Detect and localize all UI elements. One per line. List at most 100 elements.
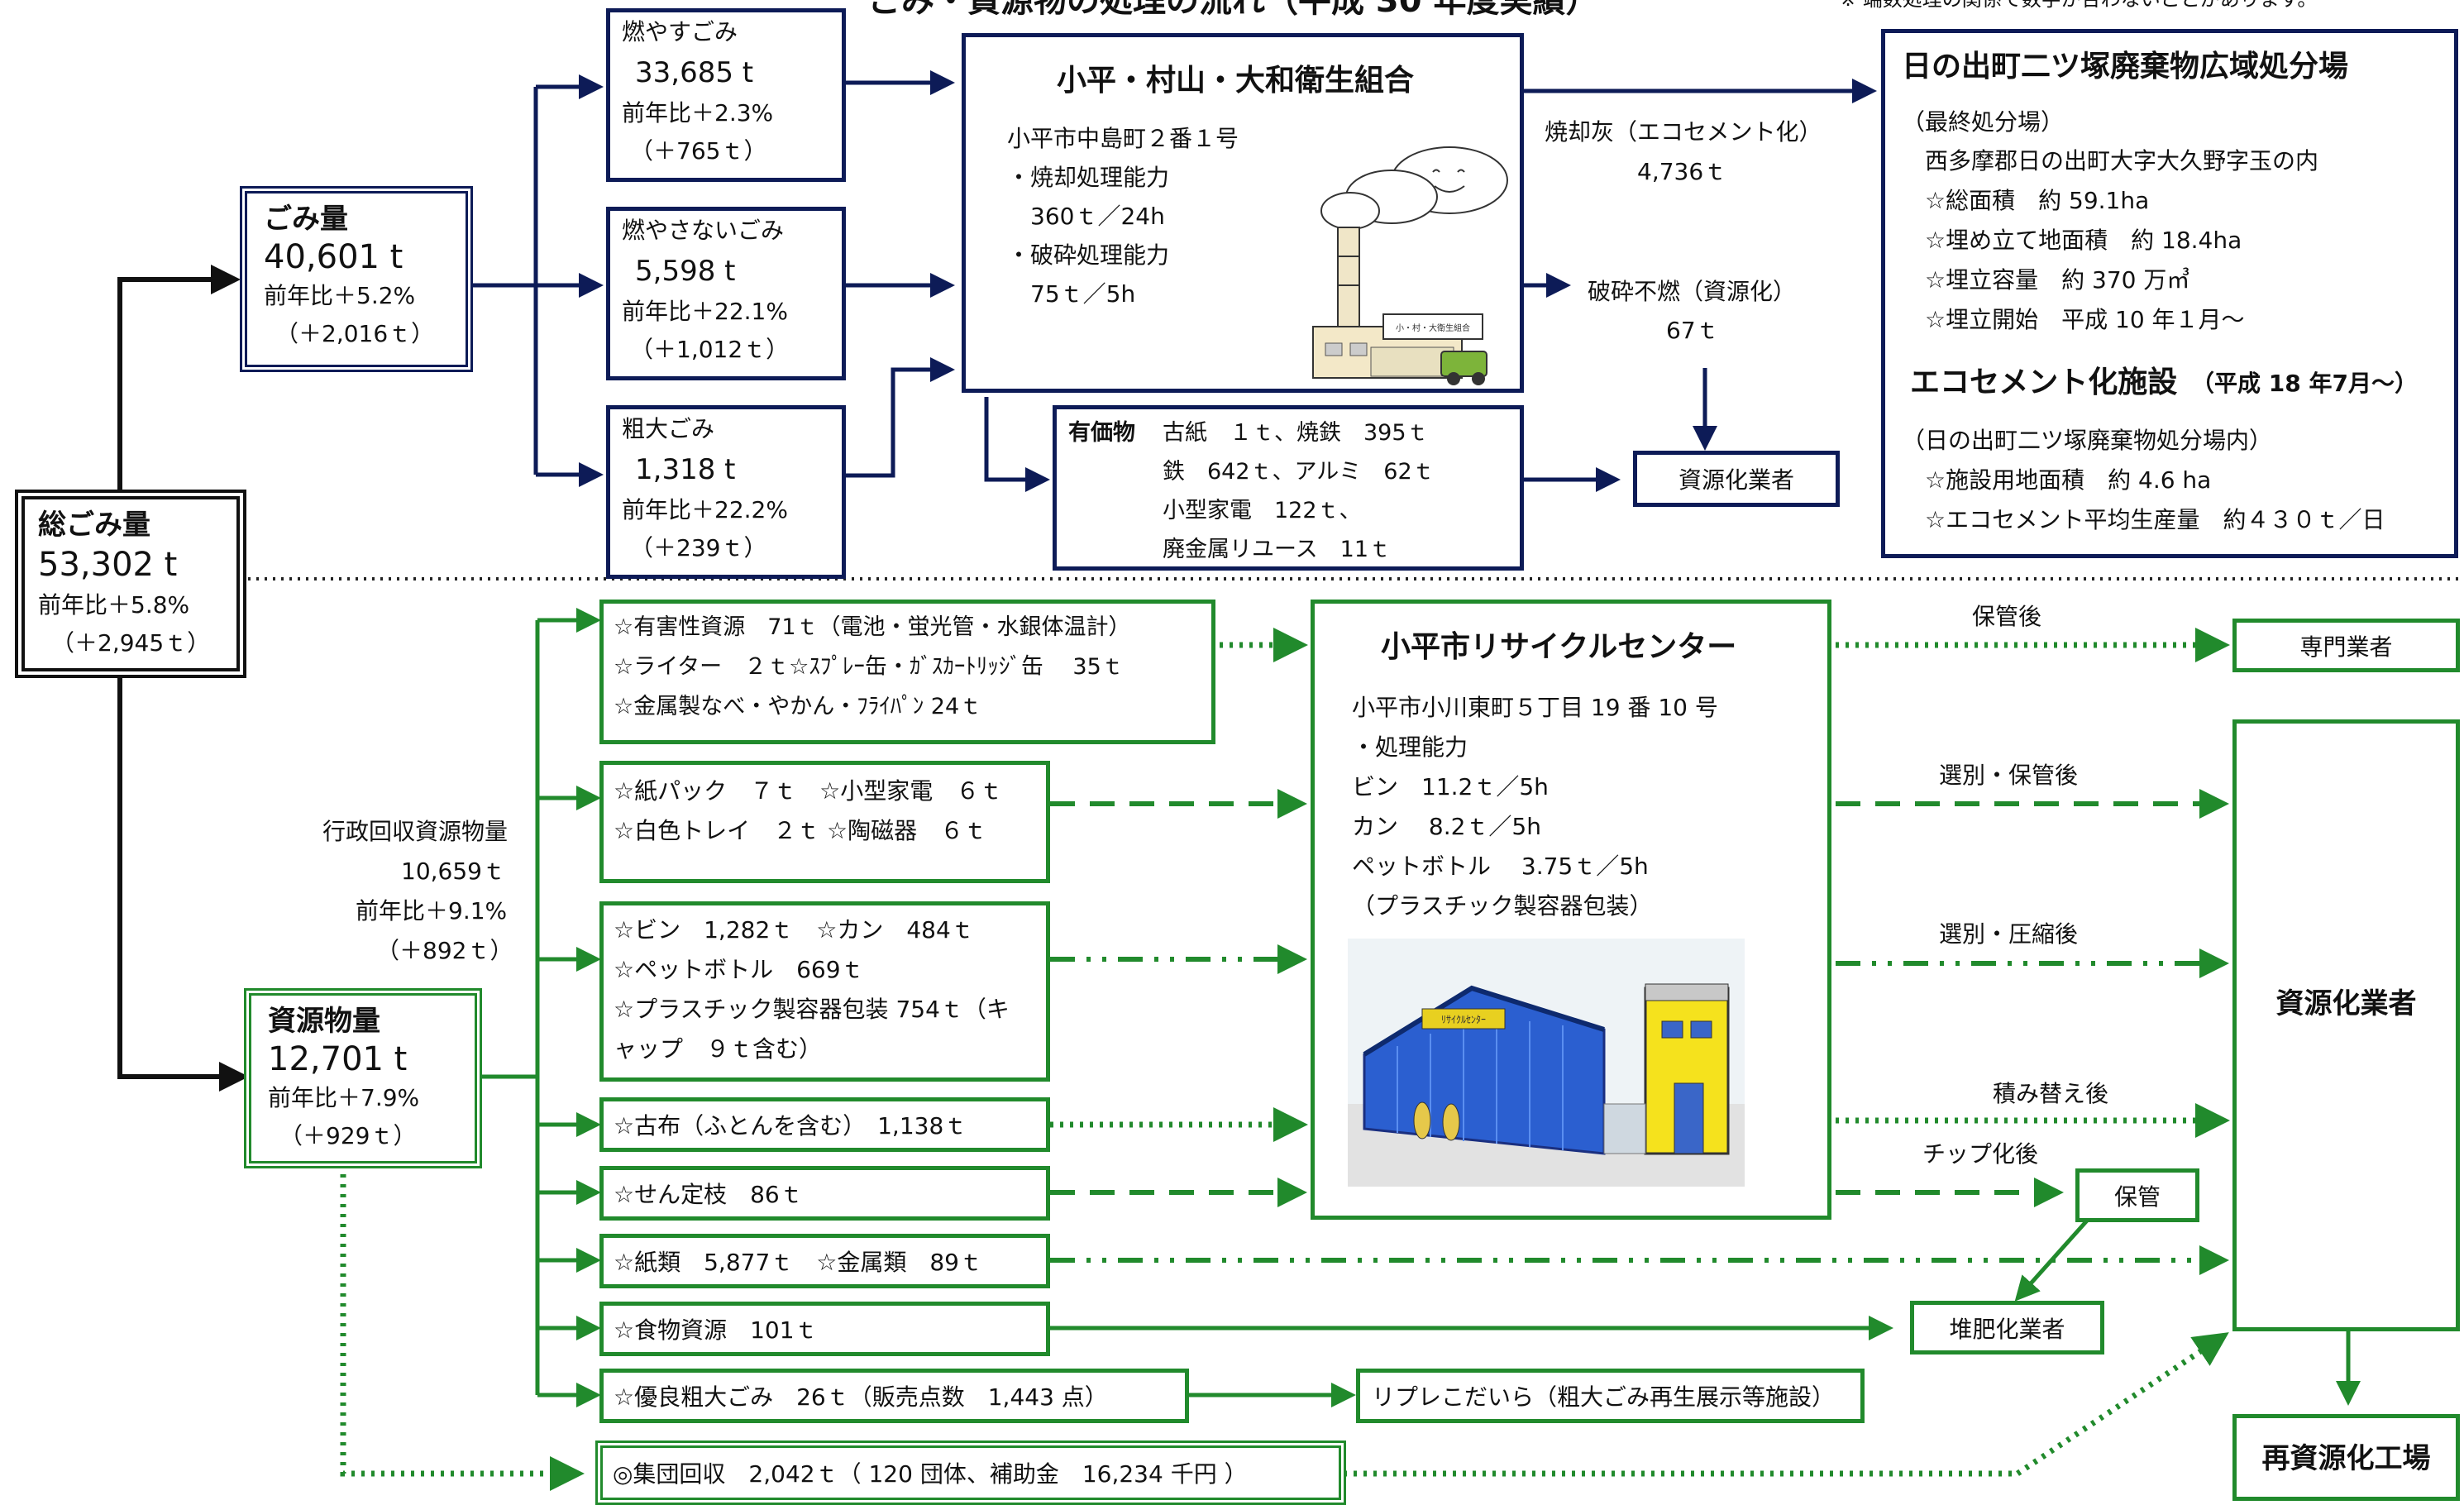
crushed-label: 破砕不燃（資源化） bbox=[1588, 278, 1797, 305]
eco-line: ☆エコセメント平均生産量 約４３０ｔ／日 bbox=[1902, 506, 2385, 533]
item-line: ☆有害性資源 71ｔ（電池・蛍光管・水銀体温計） bbox=[614, 614, 1131, 640]
dest-compost: 堆肥化業者 bbox=[1910, 1301, 2104, 1354]
eco-line: （日の出町二ツ塚廃棄物処分場内） bbox=[1902, 427, 2273, 454]
note: ※ 端数処理の関係で数字が合わないことがあります。 bbox=[1840, 0, 2317, 12]
valuables-line: 小型家電 122ｔ、 bbox=[1163, 498, 1362, 523]
hinode-line: ☆総面積 約 59.1ha bbox=[1902, 187, 2150, 214]
recycle-line: ・処理能力 bbox=[1352, 733, 1468, 761]
kumiai-line: ・破砕処理能力 bbox=[1007, 241, 1170, 269]
sodai-value: 1,318 t bbox=[635, 453, 736, 486]
admin-collection-label: 行政回収資源物量 bbox=[322, 818, 509, 845]
item-branches: ☆せん定枝 86ｔ bbox=[599, 1166, 1050, 1221]
recycle-line: ペットボトル 3.75ｔ／5h bbox=[1352, 853, 1649, 880]
item-paperpack: ☆紙パック ７ｔ ☆小型家電 ６ｔ ☆白色トレイ ２ｔ ☆陶磁器 ６ｔ bbox=[599, 761, 1050, 883]
hinode-title: 日の出町二ツ塚廃棄物広域処分場 bbox=[1902, 50, 2349, 84]
hinode-line: ☆埋立容量 約 370 万㎥ bbox=[1902, 266, 2190, 294]
valuables-line: 廃金属リユース 11ｔ bbox=[1163, 537, 1392, 562]
moyasu-ratio: 前年比＋2.3% bbox=[622, 99, 774, 127]
moyasanai-ratio: 前年比＋22.1% bbox=[622, 298, 788, 325]
item-line: ☆ビン 1,282ｔ ☆カン 484ｔ bbox=[614, 916, 974, 944]
item-line: ☆食物資源 101ｔ bbox=[614, 1316, 818, 1344]
recycle-line: カン 8.2ｔ／5h bbox=[1352, 813, 1541, 840]
resources-diff: （＋929ｔ） bbox=[279, 1122, 417, 1149]
moyasanai-box: 燃やさないごみ 5,598 t 前年比＋22.1% （＋1,012ｔ） bbox=[606, 207, 846, 380]
gomi-value: 40,601 t bbox=[264, 238, 404, 276]
valuables-box: 有価物 古紙 １ｔ、焼鉄 395ｔ 鉄 642ｔ、アルミ 62ｔ 小型家電 12… bbox=[1053, 405, 1524, 571]
eco-title: エコセメント化施設 bbox=[1910, 366, 2178, 399]
hinode-line: 西多摩郡日の出町大字大久野字玉の内 bbox=[1902, 147, 2319, 174]
recycler-small-label: 資源化業者 bbox=[1678, 466, 1794, 494]
gomi-label: ごみ量 bbox=[264, 203, 348, 236]
total-value: 53,302 t bbox=[38, 546, 178, 584]
item-furniture: ☆優良粗大ごみ 26ｔ（販売点数 1,443 点） bbox=[599, 1369, 1189, 1423]
item-line: ☆ライター ２ｔ☆ｽﾌﾟﾚｰ缶・ｶﾞｽｶｰﾄﾘｯｼﾞ缶 35ｔ bbox=[614, 654, 1124, 680]
dest-storage-label: 保管 bbox=[2113, 1183, 2161, 1211]
admin-collection-ratio: 前年比＋9.1% bbox=[356, 897, 508, 924]
moyasanai-diff: （＋1,012ｔ） bbox=[630, 336, 790, 363]
recycle-line: 小平市小川東町５丁目 19 番 10 号 bbox=[1352, 694, 1718, 721]
item-line: ☆プラスチック製容器包装 754ｔ（キ bbox=[614, 996, 1010, 1023]
moyasu-value: 33,685 t bbox=[635, 56, 754, 89]
gomi-ratio: 前年比＋5.2% bbox=[264, 282, 416, 309]
gomi-box: ごみ量 40,601 t 前年比＋5.2% （＋2,016ｔ） bbox=[240, 186, 473, 372]
item-line: ◎集団回収 2,042ｔ（ 120 団体、補助金 16,234 千円 ） bbox=[613, 1460, 1248, 1488]
dest-ripure: リプレこだいら（粗大ごみ再生展示等施設） bbox=[1356, 1369, 1865, 1423]
recycle-sign: ﾘｻｲｸﾙｾﾝﾀｰ bbox=[1441, 1014, 1486, 1025]
item-line: ☆白色トレイ ２ｔ ☆陶磁器 ６ｔ bbox=[614, 817, 987, 844]
ash-value: 4,736ｔ bbox=[1637, 158, 1727, 185]
admin-collection-value: 10,659ｔ bbox=[401, 858, 505, 885]
recycle-center-illustration: ﾘｻｲｸﾙｾﾝﾀｰ bbox=[1348, 939, 1745, 1187]
kumiai-line: ・焼却処理能力 bbox=[1007, 164, 1170, 191]
total-box: 総ごみ量 53,302 t 前年比＋5.8% （＋2,945ｔ） bbox=[15, 490, 246, 678]
recycle-title: 小平市リサイクルセンター bbox=[1381, 630, 1737, 664]
item-line: ☆紙類 5,877ｔ ☆金属類 89ｔ bbox=[614, 1249, 982, 1276]
total-diff: （＋2,945ｔ） bbox=[51, 629, 211, 657]
dest-reprocessing-plant: 再資源化工場 bbox=[2232, 1414, 2460, 1501]
page-title: ごみ・資源物の処理の流れ（平成 30 年度実績） bbox=[868, 0, 1599, 20]
total-label: 総ごみ量 bbox=[38, 509, 150, 542]
dest-specialist: 専門業者 bbox=[2232, 619, 2460, 672]
eco-sub: （平成 18 年7月～） bbox=[2191, 370, 2418, 397]
sodai-label: 粗大ごみ bbox=[622, 415, 715, 442]
ash-label: 焼却灰（エコセメント化） bbox=[1545, 118, 1822, 146]
eco-line: ☆施設用地面積 約 4.6 ha bbox=[1902, 466, 2212, 494]
sodai-diff: （＋239ｔ） bbox=[630, 534, 767, 561]
gomi-diff: （＋2,016ｔ） bbox=[275, 320, 435, 347]
item-line: ☆せん定枝 86ｔ bbox=[614, 1181, 803, 1208]
dest-recycler-label: 資源化業者 bbox=[2275, 987, 2417, 1020]
recycle-line: （プラスチック製容器包装） bbox=[1352, 892, 1653, 920]
item-line: ☆金属製なべ・やかん・ﾌﾗｲﾊﾟﾝ 24ｔ bbox=[614, 694, 982, 719]
recycle-center-box: 小平市リサイクルセンター 小平市小川東町５丁目 19 番 10 号 ・処理能力 … bbox=[1311, 600, 1831, 1220]
resources-value: 12,701 t bbox=[268, 1040, 408, 1078]
item-line: ☆優良粗大ごみ 26ｔ（販売点数 1,443 点） bbox=[614, 1383, 1108, 1411]
incinerator-illustration: 小・村・大衛生組合 bbox=[1312, 146, 1508, 385]
hinode-line: ☆埋立開始 平成 10 年１月～ bbox=[1902, 306, 2245, 333]
flow-label-sort-store: 選別・保管後 bbox=[1939, 762, 2079, 789]
valuables-label: 有価物 bbox=[1068, 420, 1135, 446]
kumiai-sign: 小・村・大衛生組合 bbox=[1396, 322, 1470, 333]
dest-ripure-label: リプレこだいら（粗大ごみ再生展示等施設） bbox=[1372, 1383, 1836, 1411]
item-group-collection: ◎集団回収 2,042ｔ（ 120 団体、補助金 16,234 千円 ） bbox=[595, 1440, 1346, 1505]
resources-box: 資源物量 12,701 t 前年比＋7.9% （＋929ｔ） bbox=[244, 988, 482, 1168]
flow-label-chip: チップ化後 bbox=[1922, 1140, 2039, 1168]
recycle-line: ビン 11.2ｔ／5h bbox=[1352, 773, 1549, 800]
dest-storage: 保管 bbox=[2075, 1168, 2199, 1222]
sodai-box: 粗大ごみ 1,318 t 前年比＋22.2% （＋239ｔ） bbox=[606, 405, 846, 579]
dest-compost-label: 堆肥化業者 bbox=[1949, 1316, 2065, 1343]
kumiai-line: 小平市中島町２番１号 bbox=[1007, 125, 1239, 152]
item-hazardous: ☆有害性資源 71ｔ（電池・蛍光管・水銀体温計） ☆ライター ２ｔ☆ｽﾌﾟﾚｰ缶… bbox=[599, 600, 1215, 744]
recycler-small-box: 資源化業者 bbox=[1633, 451, 1840, 507]
item-line: ☆紙パック ７ｔ ☆小型家電 ６ｔ bbox=[614, 777, 1003, 805]
moyasu-label: 燃やすごみ bbox=[622, 18, 738, 45]
item-paper-metal: ☆紙類 5,877ｔ ☆金属類 89ｔ bbox=[599, 1234, 1050, 1288]
item-cloth: ☆古布（ふとんを含む） 1,138ｔ bbox=[599, 1097, 1050, 1152]
moyasu-diff: （＋765ｔ） bbox=[630, 137, 767, 165]
item-bottles: ☆ビン 1,282ｔ ☆カン 484ｔ ☆ペットボトル 669ｔ ☆プラスチック… bbox=[599, 901, 1050, 1082]
resources-label: 資源物量 bbox=[268, 1005, 380, 1038]
hinode-box: 日の出町二ツ塚廃棄物広域処分場 （最終処分場） 西多摩郡日の出町大字大久野字玉の… bbox=[1881, 29, 2458, 558]
sodai-ratio: 前年比＋22.2% bbox=[622, 496, 788, 523]
total-ratio: 前年比＋5.8% bbox=[38, 591, 190, 619]
item-line: ☆古布（ふとんを含む） 1,138ｔ bbox=[614, 1112, 967, 1140]
moyasanai-value: 5,598 t bbox=[635, 255, 736, 288]
